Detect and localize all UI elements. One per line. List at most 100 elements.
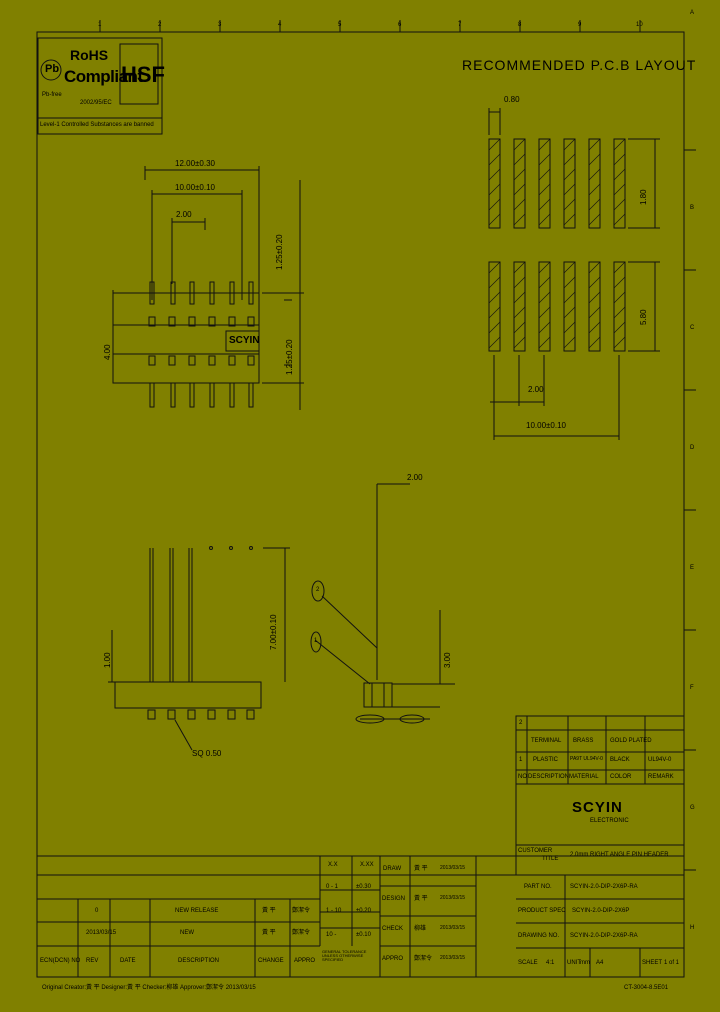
zone-ticks bbox=[99, 20, 696, 871]
rev-appro: 鄭潔令 bbox=[292, 908, 311, 914]
tol-angle: 1 - 10 bbox=[326, 908, 342, 914]
sheet-value: 1 of 1 bbox=[664, 960, 680, 966]
pb-mark: Pb bbox=[45, 63, 60, 75]
tol-angle: 0 - 1 bbox=[326, 884, 339, 890]
side-dim-right: 3.00 bbox=[443, 652, 452, 668]
side-view bbox=[310, 483, 455, 724]
row-label: G bbox=[690, 805, 695, 811]
drawing-frame bbox=[36, 31, 685, 978]
role-draw-name: 黃 平 bbox=[414, 866, 428, 872]
pcb-dim-lower: 5.80 bbox=[639, 309, 648, 325]
top-dim-pitch: 2.00 bbox=[176, 210, 192, 219]
sheet-label: SHEET bbox=[642, 960, 663, 966]
tol-angle: 10 - bbox=[326, 932, 337, 938]
role-appro-date: 2013/03/15 bbox=[440, 955, 466, 961]
side-dim-top: 2.00 bbox=[407, 473, 423, 482]
row-label: A bbox=[690, 10, 695, 16]
rohs-text: RoHS bbox=[70, 47, 109, 63]
footer-doc-number: CT-3004-8.5E01 bbox=[624, 985, 669, 991]
column-label: 4 bbox=[278, 22, 282, 28]
customer-label: CUSTOMER bbox=[518, 848, 553, 854]
part-no-label: PART NO. bbox=[524, 884, 552, 890]
tol-value: ±0.30 bbox=[356, 884, 371, 890]
unit-label: UNIT bbox=[567, 960, 581, 966]
row-label: F bbox=[690, 685, 694, 691]
front-view-outline bbox=[114, 681, 262, 709]
scale-label: SCALE bbox=[518, 960, 538, 966]
title-value: 2.0mm RIGHT ANGLE PIN HEADER bbox=[570, 852, 669, 858]
column-label: 7 bbox=[458, 22, 462, 28]
role-design: DESIGN bbox=[382, 896, 406, 902]
balloon-1: 1 bbox=[314, 638, 318, 644]
bom-row-desc: PLASTIC bbox=[533, 757, 559, 763]
bom-header-remark: REMARK bbox=[648, 774, 674, 780]
rev-header-rev: REV bbox=[86, 958, 99, 964]
column-label: 9 bbox=[578, 22, 582, 28]
drawing-no-label: DRAWING NO. bbox=[518, 933, 560, 939]
product-spec-label: PRODUCT SPEC bbox=[518, 908, 566, 914]
product-spec-value: SCYIN-2.0-DIP-2X6P bbox=[572, 908, 630, 914]
bom-row-fin: GOLD PLATED bbox=[610, 738, 652, 744]
pcb-dim-pad-length: 1.80 bbox=[639, 189, 648, 205]
rev-change: 黃 平 bbox=[262, 908, 276, 914]
footer-creators: Original Creator:黃 平 Designer:黃 平 Checke… bbox=[42, 985, 256, 991]
tol-value: ±0.10 bbox=[356, 932, 371, 938]
row-label: H bbox=[690, 925, 695, 931]
role-appro: APPRO bbox=[382, 956, 404, 962]
scale-value: 4:1 bbox=[546, 960, 555, 966]
bom-row-remark: UL94V-0 bbox=[648, 757, 672, 763]
front-pin-label: SQ 0.50 bbox=[192, 749, 222, 758]
pcb-pad-row-lower bbox=[488, 261, 626, 352]
front-view-pins bbox=[147, 546, 255, 720]
bom-row-mat: PA9T UL94V-0 bbox=[570, 756, 603, 762]
bom-header-no: NO bbox=[518, 774, 527, 780]
top-dim-side-upper: 1.25±0.20 bbox=[275, 234, 284, 270]
company-logo: SCYIN bbox=[572, 799, 623, 816]
bom-table bbox=[515, 715, 685, 785]
company-sub: ELECTRONIC bbox=[590, 818, 629, 824]
title-label: TITLE bbox=[542, 856, 559, 862]
rev-desc: NEW bbox=[180, 930, 194, 936]
tol-value: ±0.20 bbox=[356, 908, 371, 914]
tol-note: GENERAL TOLERANCE UNLESS OTHERWISE SPECI… bbox=[322, 949, 367, 962]
hsf-text: HSF bbox=[121, 62, 165, 87]
bom-row-no: 1 bbox=[519, 757, 523, 763]
top-dim-side-lower: 1.25±0.20 bbox=[285, 339, 294, 375]
row-label: E bbox=[690, 565, 695, 571]
pcb-pad-row-upper bbox=[488, 138, 626, 229]
rev-value: 0 bbox=[95, 908, 99, 914]
column-label: 10 bbox=[636, 22, 643, 28]
rev-header-date: DATE bbox=[120, 958, 136, 964]
bom-row-no: 2 bbox=[519, 720, 523, 726]
bom-header-mat: MATERIAL bbox=[569, 774, 599, 780]
bom-row-desc: TERMINAL bbox=[531, 738, 562, 744]
rev-header-change: CHANGE bbox=[258, 958, 284, 964]
column-label: 1 bbox=[98, 22, 102, 28]
bom-row-mat: BRASS bbox=[573, 738, 594, 744]
pcb-dim-pad-width: 0.80 bbox=[504, 95, 520, 104]
role-check: CHECK bbox=[382, 926, 404, 932]
balloon-2: 2 bbox=[316, 587, 320, 593]
column-label: 2 bbox=[158, 22, 162, 28]
role-design-name: 黃 平 bbox=[414, 896, 428, 902]
title-block bbox=[36, 855, 685, 978]
rev-header-no: ECN(DCN) NO bbox=[40, 958, 81, 964]
bom-header-color: COLOR bbox=[610, 774, 632, 780]
row-label: D bbox=[690, 445, 695, 451]
rohs-note: Level-1 Controlled Substances are banned bbox=[40, 122, 154, 128]
column-label: 6 bbox=[398, 22, 402, 28]
bom-header-desc: DESCRIPTION bbox=[528, 774, 570, 780]
drawing-no-value: SCYIN-2.0-DIP-2X6P-RA bbox=[570, 933, 638, 939]
top-view-logo-box bbox=[225, 330, 260, 352]
tol-header: X.XX bbox=[360, 862, 374, 868]
rev-header-desc: DESCRIPTION bbox=[178, 958, 220, 964]
rev-change: 黃 平 bbox=[262, 930, 276, 936]
column-label: 8 bbox=[518, 22, 522, 28]
rev-appro: 鄭潔令 bbox=[292, 930, 311, 936]
column-label: 3 bbox=[218, 22, 222, 28]
top-view-logo: SCYIN bbox=[229, 335, 260, 346]
role-check-date: 2013/03/15 bbox=[440, 925, 466, 931]
tol-header: X.X bbox=[328, 862, 338, 868]
top-dim-span: 10.00±0.10 bbox=[175, 183, 215, 192]
